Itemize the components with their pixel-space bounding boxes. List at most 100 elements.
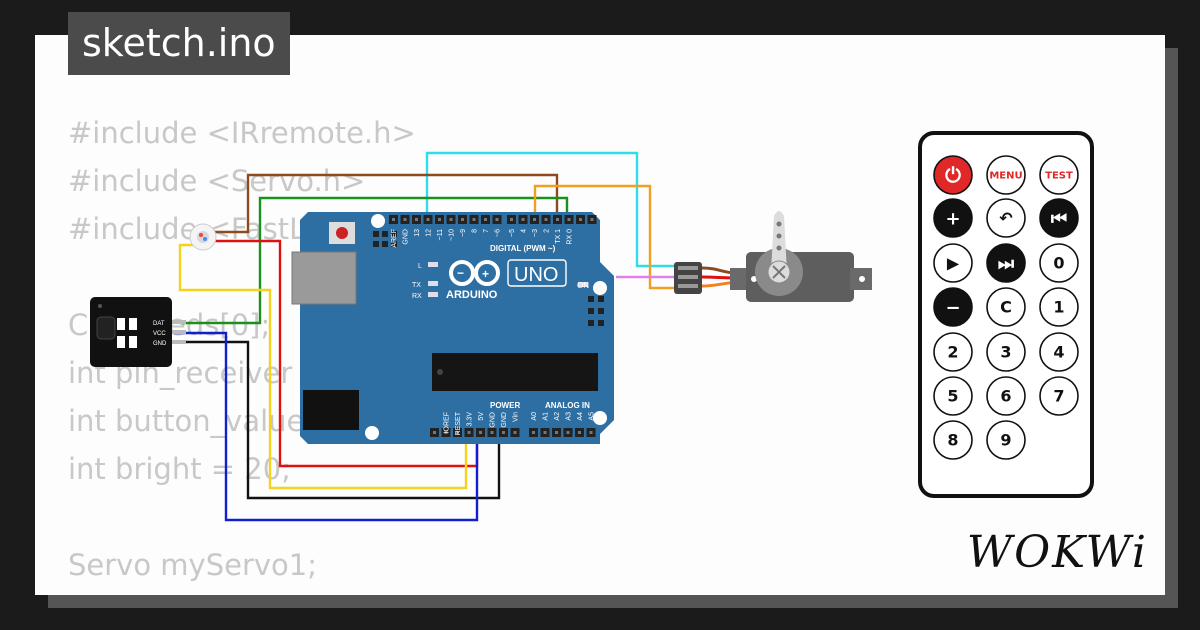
menu-label: MENU	[989, 171, 1022, 182]
code-line: #include <Servo.h>	[68, 164, 366, 198]
ir-pin-vcc: VCC	[153, 331, 166, 337]
next-button[interactable]: ⏭	[986, 243, 1026, 283]
led-rx-label: RX	[412, 293, 422, 300]
digital-pin-label: 13	[414, 229, 421, 237]
wires	[174, 151, 676, 522]
power-label: ⏻	[945, 163, 961, 187]
wire-orange	[533, 184, 676, 290]
plus-button[interactable]: +	[933, 198, 973, 238]
servo-motor[interactable]	[674, 211, 872, 302]
digit-0-label: 0	[1053, 254, 1064, 273]
filename-label: sketch.ino	[68, 12, 290, 75]
digit-5-button[interactable]: 5	[933, 376, 973, 416]
digit-4-label: 4	[1053, 343, 1064, 362]
test-label: TEST	[1045, 171, 1073, 182]
digit-9-button[interactable]: 9	[986, 420, 1026, 460]
power-analog-header	[430, 428, 596, 437]
power-pin-label: 3.3V	[467, 412, 474, 427]
board-label: UNO	[514, 264, 558, 286]
power-pin-label: Vin	[513, 412, 520, 422]
plus-label: +	[945, 208, 960, 229]
clear-button[interactable]: C	[986, 287, 1026, 327]
analog-pin-label: A0	[531, 412, 538, 421]
digit-2-button[interactable]: 2	[933, 332, 973, 372]
digital-pin-label: 2	[544, 229, 551, 233]
digit-4-button[interactable]: 4	[1039, 332, 1079, 372]
digital-pin-label: TX 1	[555, 229, 562, 244]
analog-pin-label: A5	[589, 412, 596, 421]
digit-9-label: 9	[1000, 431, 1011, 450]
digit-8-button[interactable]: 8	[933, 420, 973, 460]
wire-blue	[174, 331, 479, 522]
brand-label: ARDUINO	[446, 289, 498, 301]
power-button[interactable]: ⏻	[933, 155, 973, 195]
arduino-infinity-logo	[449, 260, 500, 286]
digital-pin-label: ~5	[509, 229, 516, 237]
play-button[interactable]: ▶	[933, 243, 973, 283]
svg-text:−: −	[457, 266, 464, 280]
digital-pin-label: 8	[472, 229, 479, 233]
digit-7-label: 7	[1053, 387, 1064, 406]
led-tx-label: TX	[412, 282, 421, 289]
digit-0-button[interactable]: 0	[1039, 243, 1079, 283]
digit-3-button[interactable]: 3	[986, 332, 1026, 372]
test-button[interactable]: TEST	[1039, 155, 1079, 195]
analog-header-label: ANALOG IN	[545, 401, 590, 410]
power-pin-label: GND	[501, 412, 508, 428]
analog-pin-label: A3	[566, 412, 573, 421]
code-line: int bright = 20;	[68, 452, 291, 486]
digital-pin-label: ~10	[449, 229, 456, 241]
digital-pin-label: 4	[521, 229, 528, 233]
minus-label: −	[945, 297, 960, 318]
digital-pin-label: 7	[483, 229, 490, 233]
analog-pin-label: A1	[543, 412, 550, 421]
digital-pin-label: ~6	[495, 229, 502, 237]
wokwi-logo: WOKWi	[966, 527, 1148, 578]
prev-label: ⏮	[1051, 208, 1067, 229]
digital-pin-label: AREF	[391, 229, 398, 248]
wire-yellow	[178, 243, 468, 490]
digital-pin-label: ~3	[532, 229, 539, 237]
ir-pin-gnd: GND	[153, 341, 167, 347]
digital-pin-label: GND	[403, 229, 410, 245]
digit-6-button[interactable]: 6	[986, 376, 1026, 416]
power-pin-label: IOREF	[444, 412, 451, 433]
power-pin-label: RESET	[455, 411, 462, 435]
next-label: ⏭	[998, 253, 1015, 274]
back-label: ↶	[999, 209, 1013, 228]
digit-7-button[interactable]: 7	[1039, 376, 1079, 416]
back-button[interactable]: ↶	[986, 198, 1026, 238]
digital-header	[389, 215, 597, 224]
digital-pin-label: ~9	[460, 229, 467, 237]
wire-black	[174, 340, 501, 500]
power-header-label: POWER	[490, 401, 520, 410]
rgb-led[interactable]	[189, 223, 217, 251]
digit-8-label: 8	[947, 431, 958, 450]
analog-pin-label: A2	[554, 412, 561, 421]
analog-pin-label: A4	[577, 412, 584, 421]
power-pin-label: GND	[490, 412, 497, 428]
clear-label: C	[1000, 298, 1012, 317]
prev-button[interactable]: ⏮	[1039, 198, 1079, 238]
minus-button[interactable]: −	[933, 287, 973, 327]
digit-6-label: 6	[1000, 387, 1011, 406]
play-label: ▶	[947, 254, 960, 273]
code-line: #include <IRremote.h>	[68, 116, 416, 150]
led-on-label: ON	[577, 281, 589, 290]
code-line: int button_value	[68, 404, 305, 438]
ir-remote[interactable]: ⏻ MENU TEST + ↶ ⏮ ▶ ⏭ 0 − C 1 2 3 4 5 6 7 8 9	[918, 131, 1094, 498]
digital-pin-label: ~11	[437, 229, 444, 240]
svg-text:+: +	[482, 267, 489, 281]
digital-pin-label: RX 0	[567, 229, 574, 245]
digit-3-label: 3	[1000, 343, 1011, 362]
wire-brown	[212, 173, 559, 234]
menu-button[interactable]: MENU	[986, 155, 1026, 195]
digit-1-button[interactable]: 1	[1039, 287, 1079, 327]
digital-pin-label: 12	[426, 229, 433, 237]
ir-receiver-module[interactable]: DAT VCC GND	[90, 297, 186, 367]
arduino-uno-board[interactable]: L TX RX ON − + UNO ARDUINO DIGITAL (PWM …	[291, 212, 614, 444]
code-line: Servo myServo1;	[68, 548, 318, 582]
